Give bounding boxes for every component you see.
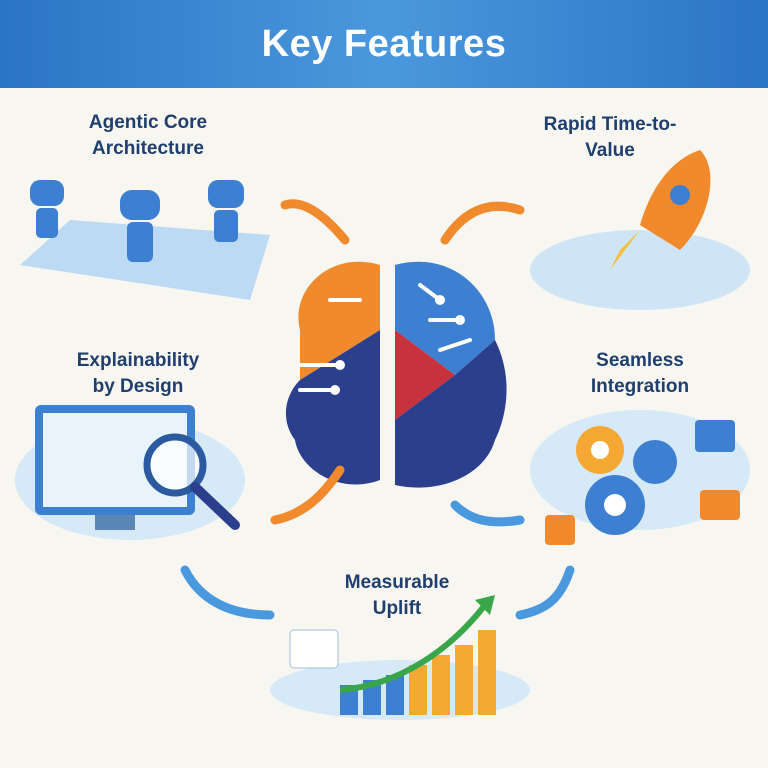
label-line: Value [585, 140, 635, 161]
flow-arrows [180, 199, 575, 620]
robots-icon [20, 180, 270, 300]
arrow-to-explainability-icon [270, 465, 345, 525]
arrow-to-rapid-icon [440, 201, 525, 245]
arrow-to-uplift-right-icon [515, 565, 575, 620]
brain-logo-icon [285, 261, 507, 488]
label-line: Measurable [344, 572, 450, 593]
label-line: Agentic Core [88, 112, 208, 133]
arrow-to-agentic-icon [280, 199, 350, 245]
growth-chart-icon [270, 595, 530, 720]
label-line: Explainability [76, 350, 200, 371]
label-line: Seamless [596, 350, 684, 371]
label-line: Uplift [372, 598, 422, 619]
magnifier-monitor-icon [15, 405, 245, 540]
feature-label-explainability: Explainability by Design [38, 348, 238, 400]
feature-label-uplift: Measurable Uplift [297, 570, 497, 622]
page-title: Key Features [261, 22, 507, 65]
feature-label-rapid-value: Rapid Time-to- Value [510, 112, 710, 164]
rocket-icon [530, 150, 750, 310]
feature-label-agentic-core: Agentic Core Architecture [48, 110, 248, 162]
arrow-to-uplift-left-icon [180, 565, 275, 620]
label-line: Rapid Time-to- [543, 114, 677, 135]
label-line: by Design [92, 376, 184, 397]
header-banner: Key Features [0, 0, 768, 88]
gears-icon [530, 410, 750, 545]
label-line: Integration [590, 376, 690, 397]
arrow-to-integration-icon [450, 500, 525, 527]
label-line: Architecture [92, 138, 204, 159]
feature-label-integration: Seamless Integration [540, 348, 740, 400]
